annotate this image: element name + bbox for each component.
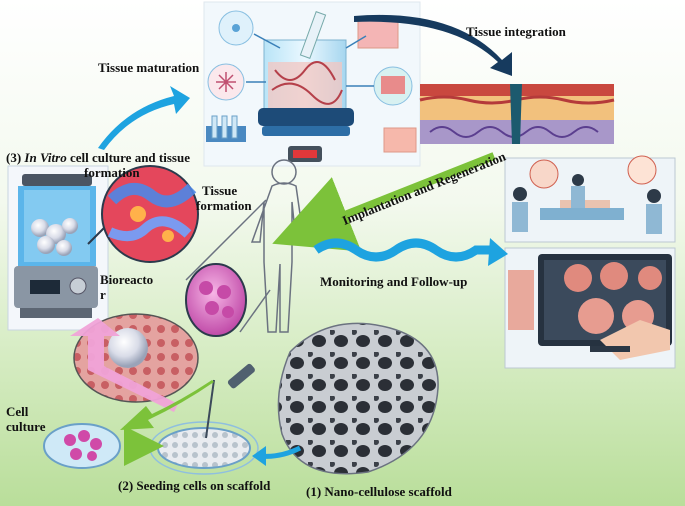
step3-italic: In Vitro <box>24 150 67 165</box>
cell-culture-label-line1: Cell <box>6 404 29 419</box>
cell-culture-label-line2: culture <box>6 419 46 434</box>
step3-prefix: (3) <box>6 150 25 165</box>
bioreactor-label-line2: r <box>100 287 106 302</box>
arrow-to-integration <box>354 14 512 76</box>
tissue-formation-label-line2: formation <box>196 198 252 213</box>
test-tube-rack-icon <box>206 115 246 142</box>
step3-label-line2: formation <box>84 165 140 180</box>
step1-label: (1) Nano-cellulose scaffold <box>306 484 452 499</box>
porous-scaffold-icon <box>277 322 439 475</box>
monitoring-label: Monitoring and Follow-up <box>320 274 468 289</box>
cell-cluster-image <box>185 263 247 337</box>
human-silhouette-icon <box>250 159 305 333</box>
arrow-to-maturation <box>98 86 190 150</box>
arrow-monitoring <box>313 238 492 262</box>
tissue-maturation-label: Tissue maturation <box>98 60 200 75</box>
surgery-scene-icon <box>504 155 676 243</box>
petri-dish-icon <box>43 423 121 469</box>
tissue-integration-image <box>419 84 615 144</box>
tissue-formation-micrograph <box>87 165 199 263</box>
arrow-pink-to-bioreactor <box>70 318 178 412</box>
step3-label: (3) In Vitro cell culture and tissue <box>6 150 190 165</box>
step2-label: (2) Seeding cells on scaffold <box>118 478 271 493</box>
tissue-sample-icon <box>357 19 399 49</box>
arrow-green-to-dish <box>120 380 214 430</box>
tissue-integration-label: Tissue integration <box>466 24 566 39</box>
connector-line <box>239 289 271 333</box>
tissue-maturation-panel <box>203 1 421 167</box>
connector-line <box>185 199 267 281</box>
bioreactor-image <box>7 165 109 331</box>
arrow-scaffold-head <box>252 446 266 466</box>
arrow-implantation <box>272 152 496 252</box>
tissue-sample-icon <box>383 127 417 153</box>
tissue-formation-label-line1: Tissue <box>202 183 238 198</box>
bioreactor-label-line1: Bioreacto <box>100 272 154 287</box>
arrow-monitoring-head <box>488 238 508 266</box>
step3-rest: cell culture and tissue <box>66 150 190 165</box>
monitor-screen-icon <box>504 247 676 369</box>
